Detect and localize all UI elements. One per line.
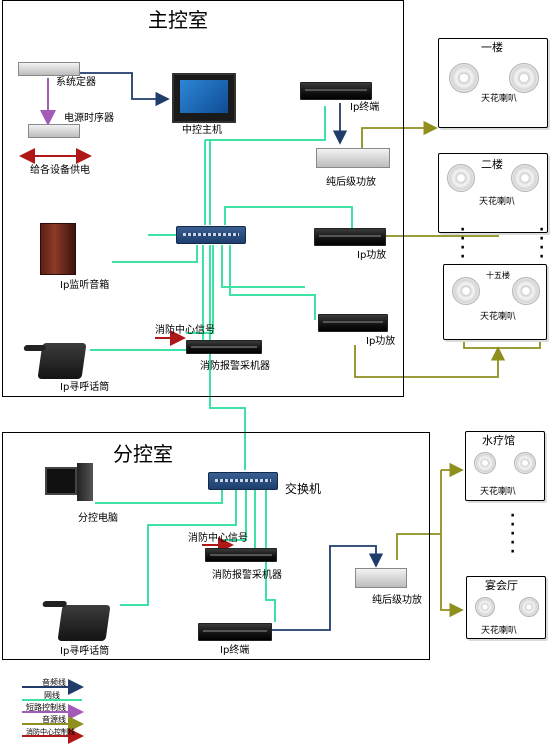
zone-speaker-label: 天花喇叭	[481, 94, 518, 104]
legend-lines	[22, 679, 84, 744]
sub-pure-amp-label: 纯后级功放	[372, 595, 422, 606]
zone-speaker-label: 天花喇叭	[479, 197, 516, 207]
microphone-icon	[23, 345, 47, 351]
monitor-icon	[45, 467, 77, 495]
sub-computer-device	[45, 463, 95, 503]
microphone-icon	[42, 601, 68, 607]
power-supply-label: 给各设备供电	[30, 165, 90, 176]
ellipsis-dots: ····	[460, 222, 466, 265]
ellipsis-dots: ····	[539, 222, 545, 265]
ip-terminal-device	[300, 82, 372, 100]
main-room-frame	[2, 0, 404, 397]
legend-label-control: 短路控制线	[26, 703, 66, 712]
monitor-speaker-device	[40, 223, 76, 275]
pure-amp-device	[316, 148, 390, 168]
zone-title: 水疗馆	[482, 434, 515, 447]
ip-amp-2-label: Ip功放	[366, 336, 396, 347]
zone-floor-15: 十五楼 天花喇叭	[443, 264, 547, 340]
main-paging-mic-device	[23, 343, 87, 379]
zone-title: 宴会厅	[485, 579, 518, 592]
fire-lines	[19, 148, 234, 553]
ceiling-speaker-icon	[514, 452, 536, 474]
main-fire-signal-label: 消防中心信号	[155, 325, 215, 336]
ceiling-speaker-icon	[511, 164, 539, 192]
sub-paging-mic-device	[42, 601, 111, 641]
main-fire-collector-device	[186, 340, 262, 354]
sub-paging-mic-label: Ip寻呼话筒	[60, 646, 110, 657]
zone-speaker-label: 天花喇叭	[480, 312, 517, 322]
zone-title: 二楼	[481, 158, 503, 171]
zone-floor-1: 一楼 天花喇叭	[438, 38, 548, 128]
zone-title: 一楼	[481, 41, 503, 54]
ceiling-speaker-icon	[449, 63, 479, 93]
pure-amp-label: 纯后级功放	[326, 177, 376, 188]
power-sequencer-label: 电源时序器	[64, 113, 114, 124]
system-timer-device	[18, 62, 80, 76]
main-paging-mic-label: Ip寻呼话筒	[60, 382, 110, 393]
zone-spa: 水疗馆 天花喇叭	[465, 431, 545, 501]
ip-amp-2-device	[318, 314, 388, 332]
ellipsis-dots: ·····	[510, 508, 516, 560]
central-host-device	[172, 73, 236, 123]
sub-ip-terminal-device	[198, 623, 272, 641]
ceiling-speaker-icon	[452, 277, 480, 305]
sub-ip-terminal-label: Ip终端	[220, 645, 250, 656]
screen-icon	[180, 80, 228, 113]
sub-switch-label: 交换机	[285, 482, 322, 496]
ceiling-speaker-icon	[512, 277, 540, 305]
ceiling-speaker-icon	[475, 597, 495, 617]
monitor-speaker-label: Ip监听音箱	[60, 280, 110, 291]
zone-banquet-hall: 宴会厅 天花喇叭	[466, 576, 546, 639]
central-host-label: 中控主机	[182, 125, 222, 136]
sub-pure-amp-device	[355, 568, 407, 588]
zone-speaker-label: 天花喇叭	[481, 626, 518, 636]
ceiling-speaker-icon	[447, 164, 475, 192]
zone-title: 十五楼	[486, 271, 510, 280]
ceiling-speaker-icon	[474, 452, 496, 474]
sub-room-frame	[2, 432, 430, 660]
zone-floor-2: 二楼 天花喇叭	[438, 153, 548, 233]
legend-label-fire: 消防中心控制线	[26, 728, 75, 736]
legend-label-network: 网线	[44, 691, 60, 700]
ip-terminal-label: Ip终端	[350, 102, 380, 113]
audio-lines	[80, 72, 384, 631]
legend-label-source: 音源线	[42, 715, 66, 724]
ip-amp-1-label: Ip功放	[357, 250, 387, 261]
system-timer-label: 系统定器	[56, 77, 96, 88]
sub-switch-device	[208, 472, 278, 490]
main-fire-collector-label: 消防报警采机器	[200, 361, 270, 372]
pc-tower-icon	[77, 463, 93, 501]
ceiling-speaker-icon	[509, 63, 539, 93]
sub-computer-label: 分控电脑	[78, 513, 118, 524]
sub-fire-collector-label: 消防报警采机器	[212, 570, 282, 581]
legend-label-audio: 音频线	[42, 678, 66, 687]
main-switch-device	[176, 226, 246, 244]
sub-room-title: 分控室	[113, 442, 173, 466]
ceiling-speaker-icon	[519, 597, 539, 617]
ip-amp-1-device	[314, 228, 386, 246]
zone-speaker-label: 天花喇叭	[480, 487, 517, 497]
main-room-title: 主控室	[148, 8, 208, 32]
sub-fire-collector-device	[205, 548, 277, 562]
power-sequencer-device	[28, 124, 80, 138]
sub-fire-signal-label: 消防中心信号	[188, 533, 248, 544]
